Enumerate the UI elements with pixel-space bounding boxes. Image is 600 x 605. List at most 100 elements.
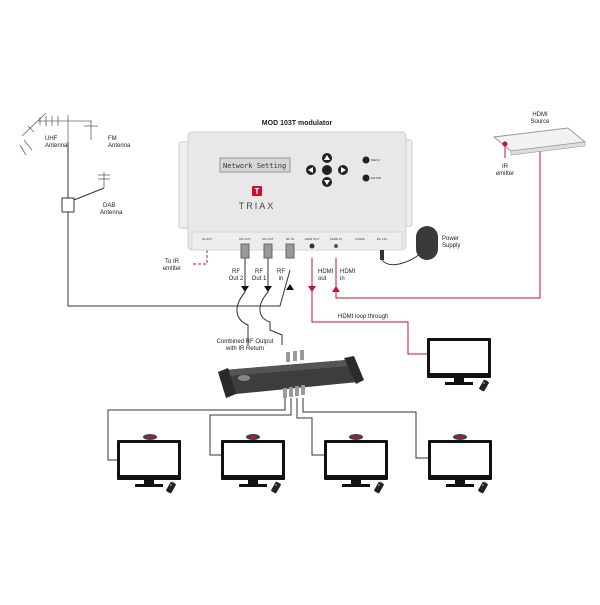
tv-3 [324,434,388,494]
ir-emitter-icon [502,141,508,147]
amp-input-2[interactable] [286,352,290,362]
port-label-dc: DC 12V [377,237,388,241]
amp-output-1[interactable] [283,388,287,398]
amp-logo-icon [238,375,250,381]
uhf-antenna [19,112,92,156]
hdmi-in-label: HDMI [340,269,356,275]
lcd-text: Network Setting [223,162,286,170]
menu-label: MENU [371,158,380,162]
brand-label: TRIAX [239,201,276,211]
rf-out2-connector[interactable] [240,243,250,259]
tv-hdmi-loop [427,338,491,392]
port-label-rs232: RS232 [355,237,365,241]
left-arrow-icon [308,167,313,173]
to-ir-label: To IR [165,259,180,265]
amp-to-tv4-cable [302,398,428,459]
hdmi-out-port[interactable] [309,243,315,249]
rf-out1-arrow [264,286,272,292]
hdmi-source-label-2: Source [530,119,550,125]
amp-output-4[interactable] [301,385,305,395]
uhf-label-2: Antenna [45,143,68,149]
hdmi-out-arrow [308,286,316,292]
fm-antenna [84,121,98,140]
hdmi-out-label: HDMI [318,269,334,275]
amp-left-cap [218,368,236,398]
to-ir-label-2: emitter [163,266,181,272]
rf-out1-connector[interactable] [263,243,273,259]
ir-out-cable [193,250,208,265]
triax-logo-icon [252,186,262,196]
amp-output-2[interactable] [289,387,293,397]
dpad-center-button[interactable] [322,165,332,175]
tv-1 [117,434,181,494]
combined-label: Combined RF Output [217,339,274,345]
modulator-port-strip [191,231,403,251]
port-label-rf-out2: RF OUT [239,237,250,241]
dc-jack[interactable] [380,250,384,260]
combined-label-2: with IR Return [225,346,264,352]
amp-top [224,360,350,376]
antenna-combiner [61,197,75,213]
up-arrow-icon [324,155,330,160]
triax-logo-letter: T [255,187,260,196]
amp-to-tv1-cable [107,398,286,461]
port-label-ir-out: IR OUT [202,237,212,241]
power-label: Power [442,236,459,242]
rf-out2-arrow [241,286,249,292]
rf-in-arrow [286,284,294,290]
rf-in-label: RF [277,269,285,275]
amp-to-tv2-cable [209,398,292,456]
rf-out1-label: RF [255,269,263,275]
amp-right-cap [344,356,364,384]
uhf-label: UHF [45,136,58,142]
rf-out2-label-2: Out 2 [229,276,244,282]
dab-label-2: Antenna [100,210,123,216]
power-supply-icon [416,226,438,260]
hdmi-out-cable [311,258,428,355]
cables [67,142,428,461]
menu-button[interactable] [362,156,370,164]
port-label-hdmi-in: HDMI IN [330,237,342,241]
amp-input-1[interactable] [293,351,297,361]
down-arrow-icon [324,180,330,185]
amp-output-3[interactable] [295,386,299,396]
tv-2 [221,434,285,494]
tv-4 [428,434,492,494]
ir-emitter-label-2: emitter [496,171,514,177]
fm-label-2: Antenna [108,143,131,149]
hdmi-in-arrow [332,286,340,292]
hdmi-cables [193,146,541,355]
antenna-to-rf-in-cable [67,212,291,307]
right-arrow-icon [341,167,346,173]
modulator-title: MOD 103T modulator [262,120,333,127]
rf-amplifier [218,350,364,398]
hdmi-in-cable [335,150,541,299]
amp-to-tv3-cable [296,398,325,456]
rf-out1-cable [259,258,283,345]
rf-in-connector[interactable] [285,243,295,259]
hdmi-in-port[interactable] [334,244,338,248]
amp-input-3[interactable] [300,350,304,360]
port-label-rf-out1: RF OUT [262,237,273,241]
hdmi-out-label-2: out [318,276,327,282]
arrows [241,284,294,292]
fm-label: FM [108,136,117,142]
dab-antenna [98,172,110,188]
rf-out1-label-2: Out 1 [252,276,267,282]
rf-in-label-2: in [279,276,284,282]
hdmi-source-label: HDMI [532,112,548,118]
power-cable [381,253,421,266]
enter-button[interactable] [362,174,370,182]
port-label-hdmi-out: HDMI OUT [305,237,320,241]
hdmi-source-front [510,141,586,156]
port-label-rf-in: RF IN [286,237,294,241]
enter-label: ENTER [371,176,382,180]
hdmi-loop-label: HDMI loop through [338,314,388,320]
power-label-2: Supply [442,243,460,249]
hdmi-in-label-2: in [340,276,345,282]
lcd-display [219,157,291,173]
modulator: Network Setting T TRIAX MENU ENTER IR OU… [178,131,413,260]
rf-out2-cable [236,258,249,345]
rf-out2-label: RF [232,269,240,275]
